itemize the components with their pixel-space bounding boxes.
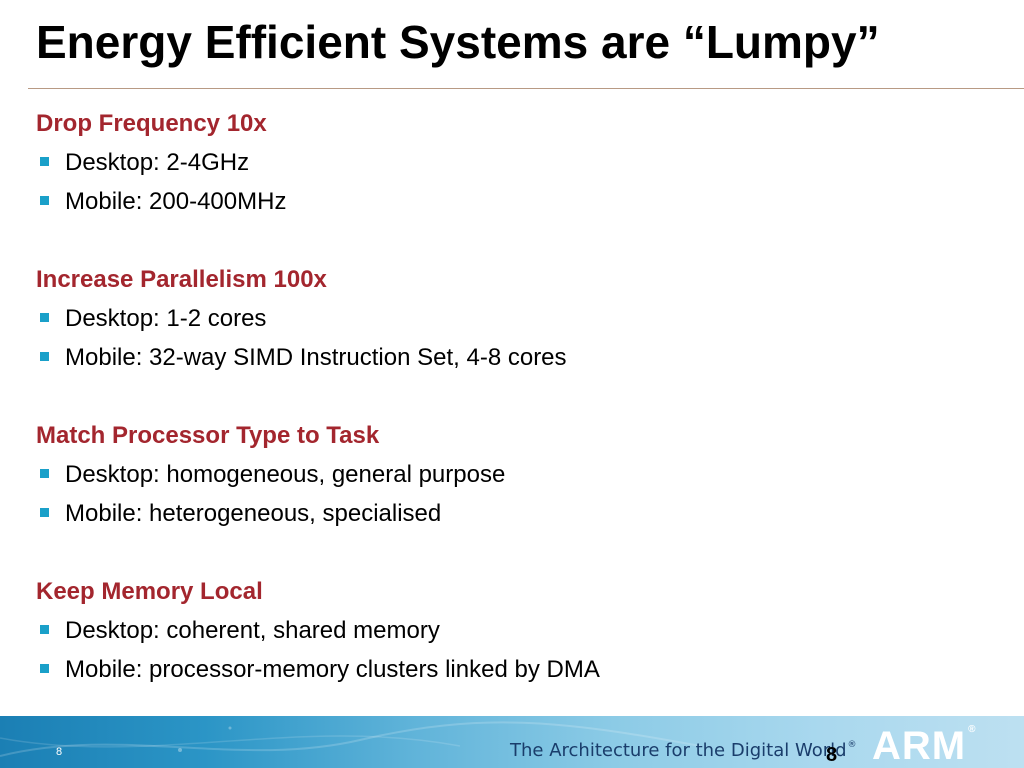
square-bullet-icon	[40, 625, 49, 634]
footer-tagline: The Architecture for the Digital World®	[510, 740, 857, 761]
bullet-list: Desktop: 1-2 cores Mobile: 32-way SIMD I…	[36, 299, 996, 377]
square-bullet-icon	[40, 469, 49, 478]
section-drop-frequency: Drop Frequency 10x Desktop: 2-4GHz Mobil…	[36, 104, 996, 221]
section-match-processor: Match Processor Type to Task Desktop: ho…	[36, 416, 996, 533]
square-bullet-icon	[40, 508, 49, 517]
bullet-text: Mobile: 32-way SIMD Instruction Set, 4-8…	[65, 344, 567, 371]
bullet-item: Mobile: 200-400MHz	[36, 182, 996, 221]
bullet-list: Desktop: homogeneous, general purpose Mo…	[36, 455, 996, 533]
bullet-text: Mobile: heterogeneous, specialised	[65, 500, 442, 527]
bullet-item: Desktop: homogeneous, general purpose	[36, 455, 996, 494]
bullet-text: Mobile: 200-400MHz	[65, 188, 287, 215]
registered-mark: ®	[847, 740, 857, 750]
title-divider	[28, 88, 1024, 89]
section-heading: Increase Parallelism 100x	[36, 266, 327, 293]
bullet-item: Desktop: 1-2 cores	[36, 299, 996, 338]
bullet-item: Mobile: 32-way SIMD Instruction Set, 4-8…	[36, 338, 996, 377]
bullet-text: Desktop: coherent, shared memory	[65, 617, 440, 644]
square-bullet-icon	[40, 664, 49, 673]
section-heading: Drop Frequency 10x	[36, 110, 267, 137]
footer-tagline-text: The Architecture for the Digital World	[510, 740, 847, 761]
registered-mark: ®	[968, 724, 977, 735]
bullet-item: Desktop: coherent, shared memory	[36, 611, 996, 650]
swirl-decoration-icon	[0, 721, 701, 757]
bullet-text: Desktop: 1-2 cores	[65, 305, 267, 332]
bullet-item: Desktop: 2-4GHz	[36, 143, 996, 182]
bullet-item: Mobile: heterogeneous, specialised	[36, 494, 996, 533]
square-bullet-icon	[40, 196, 49, 205]
square-bullet-icon	[40, 352, 49, 361]
bullet-list: Desktop: 2-4GHz Mobile: 200-400MHz	[36, 143, 996, 221]
section-increase-parallelism: Increase Parallelism 100x Desktop: 1-2 c…	[36, 260, 996, 377]
section-heading: Match Processor Type to Task	[36, 422, 380, 449]
section-heading: Keep Memory Local	[36, 578, 263, 605]
square-bullet-icon	[40, 157, 49, 166]
bullet-list: Desktop: coherent, shared memory Mobile:…	[36, 611, 996, 689]
square-bullet-icon	[40, 313, 49, 322]
arm-logo: ARM®	[872, 724, 976, 768]
slide-content: Drop Frequency 10x Desktop: 2-4GHz Mobil…	[36, 104, 996, 728]
footer-page-number: 8	[56, 746, 63, 758]
bullet-text: Mobile: processor-memory clusters linked…	[65, 656, 600, 683]
section-keep-memory-local: Keep Memory Local Desktop: coherent, sha…	[36, 572, 996, 689]
bullet-text: Desktop: 2-4GHz	[65, 149, 250, 176]
arm-logo-text: ARM	[872, 724, 967, 768]
bullet-text: Desktop: homogeneous, general purpose	[65, 461, 506, 488]
slide-number: 8	[826, 744, 838, 766]
bullet-item: Mobile: processor-memory clusters linked…	[36, 650, 996, 689]
slide-footer: 8 The Architecture for the Digital World…	[0, 716, 1024, 768]
slide-title: Energy Efficient Systems are “Lumpy”	[36, 16, 880, 68]
